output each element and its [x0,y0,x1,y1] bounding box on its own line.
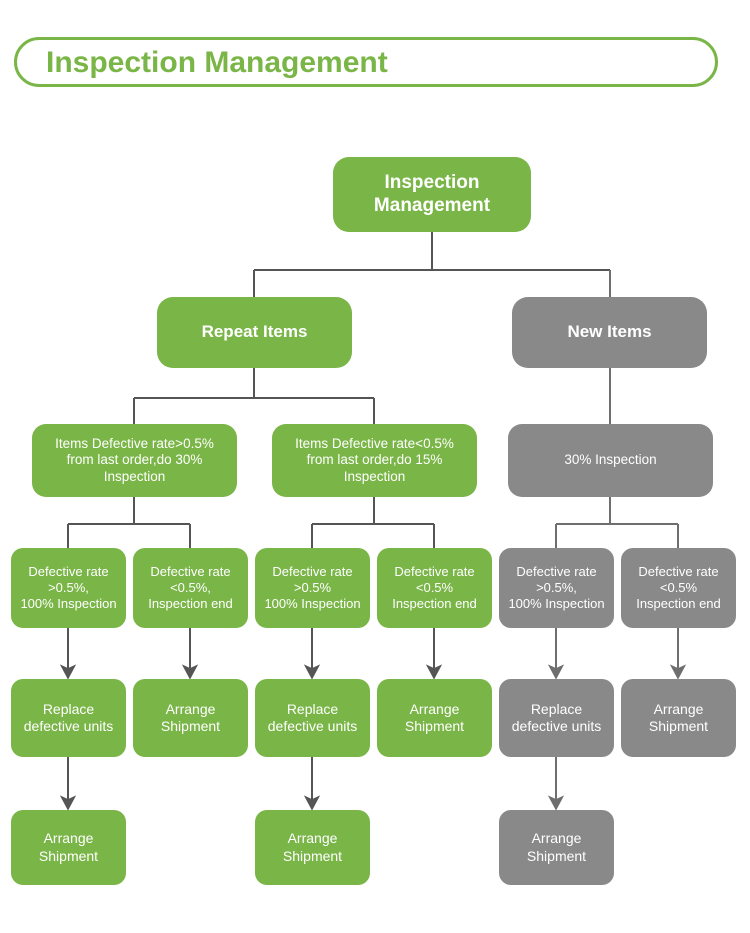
node-inspection-management[interactable]: Inspection Management [333,157,531,232]
node-result-6[interactable]: Defective rate <0.5% Inspection end [621,548,736,628]
node-rule-new-items[interactable]: 30% Inspection [508,424,713,497]
node-action-3[interactable]: Replace defective units [255,679,370,757]
node-new-items[interactable]: New Items [512,297,707,368]
node-result-5[interactable]: Defective rate >0.5%, 100% Inspection [499,548,614,628]
node-final-1[interactable]: Arrange Shipment [11,810,126,885]
node-action-1[interactable]: Replace defective units [11,679,126,757]
node-action-5[interactable]: Replace defective units [499,679,614,757]
node-result-2[interactable]: Defective rate <0.5%, Inspection end [133,548,248,628]
node-action-4[interactable]: Arrange Shipment [377,679,492,757]
page-title: Inspection Management [46,46,388,79]
header-frame [14,37,718,87]
node-rule-repeat-high[interactable]: Items Defective rate>0.5% from last orde… [32,424,237,497]
node-result-4[interactable]: Defective rate <0.5% Inspection end [377,548,492,628]
node-repeat-items[interactable]: Repeat Items [157,297,352,368]
node-result-3[interactable]: Defective rate >0.5% 100% Inspection [255,548,370,628]
node-final-3[interactable]: Arrange Shipment [499,810,614,885]
node-action-6[interactable]: Arrange Shipment [621,679,736,757]
node-result-1[interactable]: Defective rate >0.5%, 100% Inspection [11,548,126,628]
node-final-2[interactable]: Arrange Shipment [255,810,370,885]
node-rule-repeat-low[interactable]: Items Defective rate<0.5% from last orde… [272,424,477,497]
node-action-2[interactable]: Arrange Shipment [133,679,248,757]
